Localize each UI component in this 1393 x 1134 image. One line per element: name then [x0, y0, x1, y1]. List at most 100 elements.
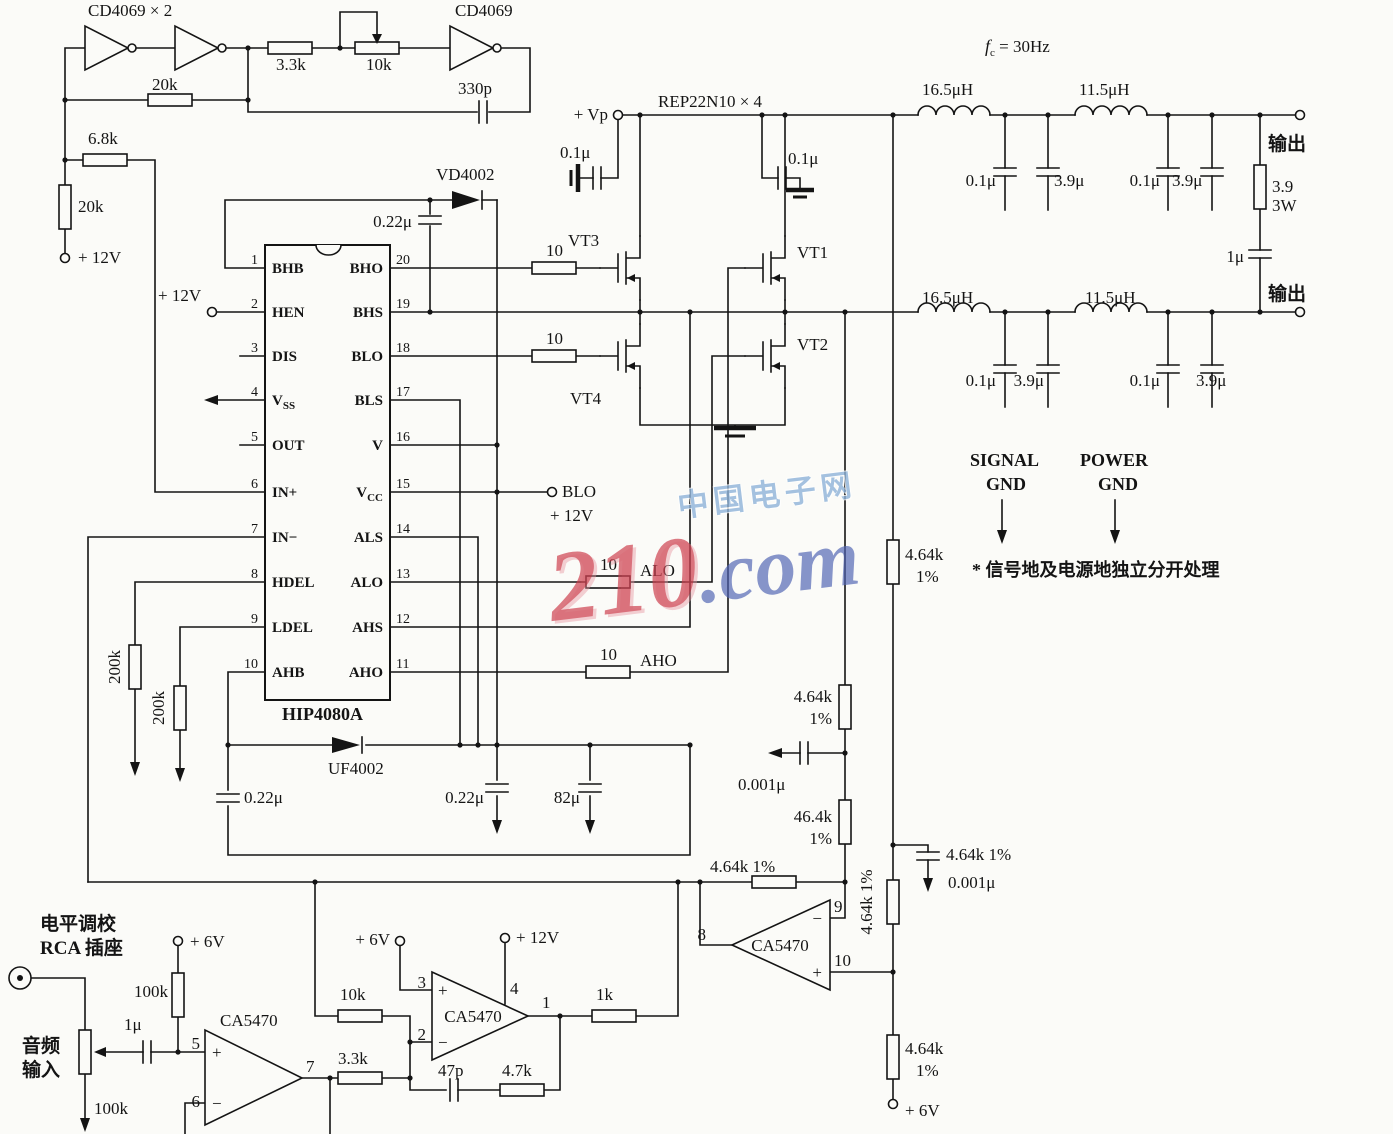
- label-pin2: 2: [418, 1025, 427, 1044]
- label-pin5: 5: [192, 1034, 201, 1053]
- ic-pin-name-bho: BHO: [350, 261, 383, 277]
- label-r4.64k-a: 4.64k: [794, 687, 833, 706]
- label-r10-alo: 10: [600, 555, 617, 574]
- pot-ground-arrow: [80, 1118, 90, 1132]
- resistor-1k: [591, 1009, 637, 1023]
- ic-pin-name-inn: IN−: [272, 530, 297, 546]
- supply-wires: [227, 199, 691, 856]
- label-c1u-input: 1μ: [124, 1015, 142, 1034]
- ic-pin-number-17: 17: [396, 385, 410, 400]
- input-stage-wires: [30, 942, 593, 1134]
- mosfet-vt4: [599, 323, 641, 389]
- label-c82u: 82μ: [554, 788, 580, 807]
- resistor-4.64k-a: [838, 684, 852, 730]
- label-ic-name: HIP4080A: [282, 704, 363, 724]
- label-c0.22u-ahb: 0.22μ: [244, 788, 283, 807]
- bridge-wires: [579, 114, 919, 428]
- label-r20k-fb: 20k: [152, 75, 178, 94]
- ic-pin-name-ahb: AHB: [272, 665, 305, 681]
- ic-pin-number-7: 7: [251, 522, 258, 537]
- ic-pin-number-13: 13: [396, 567, 410, 582]
- label-pin6: 6: [192, 1092, 201, 1111]
- rca-jack-pin: [17, 975, 23, 981]
- terminal-6v-feedback: [887, 1098, 899, 1110]
- label-r4.7k: 4.7k: [502, 1061, 532, 1080]
- dec-cap-ground-arrow: [492, 820, 502, 834]
- resistor-10-blo: [531, 349, 577, 363]
- label-12v-osc: + 12V: [78, 248, 122, 267]
- feedback-wires: [87, 114, 929, 1100]
- terminal-output-top: [1294, 109, 1306, 121]
- power-gnd-arrow: [1110, 530, 1120, 544]
- label-pin8: 8: [698, 925, 707, 944]
- resistor-46.4k: [838, 799, 852, 845]
- ic-pin-number-2: 2: [251, 297, 258, 312]
- resistor-200k-hdel: [128, 644, 142, 690]
- ic-pin-name-hdel: HDEL: [272, 575, 315, 591]
- resistor-4.64k-top: [886, 539, 900, 585]
- label-l2: 11.5μH: [1079, 80, 1130, 99]
- label-r46.4k: 46.4k: [794, 807, 833, 826]
- ic-pin-number-15: 15: [396, 477, 410, 492]
- ic-pin-name-alo: ALO: [350, 575, 383, 591]
- pot-100k-wiper-arrow: [94, 1047, 106, 1057]
- terminal-12v-osc: [59, 252, 71, 264]
- label-pin9: 9: [834, 897, 843, 916]
- capacitor-0.22u-boot: [418, 215, 442, 225]
- capacitor-0.1u-f4: [1156, 364, 1180, 374]
- label-signal: SIGNAL: [970, 450, 1039, 470]
- label-pin7: 7: [306, 1057, 315, 1076]
- ic-pin-number-6: 6: [251, 477, 258, 492]
- label-r4.64k-bias: 4.64k: [905, 1039, 944, 1058]
- terminal-6v-input: [172, 935, 184, 947]
- capacitor-0.22u-dec: [485, 783, 509, 793]
- inductor-11.5uH-top: [1074, 105, 1148, 116]
- label-level-adjust: 电平调校: [40, 912, 117, 935]
- label-r4.64k-c: 4.64k 1%: [946, 845, 1011, 864]
- capacitor-0.001u-a: [799, 741, 809, 765]
- label-vp: + Vp: [574, 105, 608, 124]
- label-c330p: 330p: [458, 79, 492, 98]
- ic-pin-number-5: 5: [251, 430, 258, 445]
- capacitor-0.1u-f1: [993, 167, 1017, 177]
- ic-pin-number-3: 3: [251, 341, 258, 356]
- label-c0.22u-boot: 0.22μ: [373, 212, 412, 231]
- label-pin10: 10: [834, 951, 851, 970]
- label-r4.64k-top: 4.64k: [905, 545, 944, 564]
- hdel-ground-arrow: [130, 762, 140, 776]
- cap-c-ground-arrow: [923, 878, 933, 892]
- capacitor-1u-input: [142, 1040, 152, 1064]
- resistor-200k-ldel: [173, 685, 187, 731]
- opamp2-plus: +: [438, 981, 448, 1000]
- label-czobel: 1μ: [1226, 247, 1244, 266]
- resistor-3.9-zobel: [1253, 164, 1267, 210]
- resistor-10-aho: [585, 665, 631, 679]
- signal-gnd-arrow: [997, 530, 1007, 544]
- ic-hip4080a-body: [264, 244, 391, 701]
- label-blo-12v: + 12V: [550, 506, 594, 525]
- label-rca-socket: RCA 插座: [40, 936, 123, 959]
- resistor-100k-bias: [171, 972, 185, 1018]
- ic-pin-number-11: 11: [396, 657, 409, 672]
- label-audio-1: 音频: [22, 1034, 60, 1057]
- label-vt3: VT3: [568, 231, 599, 250]
- ic-pin-number-4: 4: [251, 385, 258, 400]
- label-blo-net: BLO: [562, 482, 596, 501]
- label-6v-feedback: + 6V: [905, 1101, 940, 1120]
- terminal-vp: [612, 109, 624, 121]
- label-net-alo: ALO: [640, 561, 675, 580]
- label-audio-2: 输入: [22, 1058, 60, 1081]
- ic-pin-number-12: 12: [396, 612, 410, 627]
- ic-pin-number-18: 18: [396, 341, 410, 356]
- capacitor-0.1u-dec1: [592, 166, 602, 190]
- terminal-output-bottom: [1294, 306, 1306, 318]
- ic-pin-number-14: 14: [396, 522, 410, 537]
- label-net-aho: AHO: [640, 651, 677, 670]
- label-fc2: 3.9μ: [1054, 171, 1084, 190]
- label-cd4069x2: CD4069 × 2: [88, 1, 172, 20]
- label-fc5: 0.1μ: [966, 371, 996, 390]
- opamp-ca5470-1: [204, 1028, 304, 1127]
- resistor-4.64k-mid: [886, 879, 900, 925]
